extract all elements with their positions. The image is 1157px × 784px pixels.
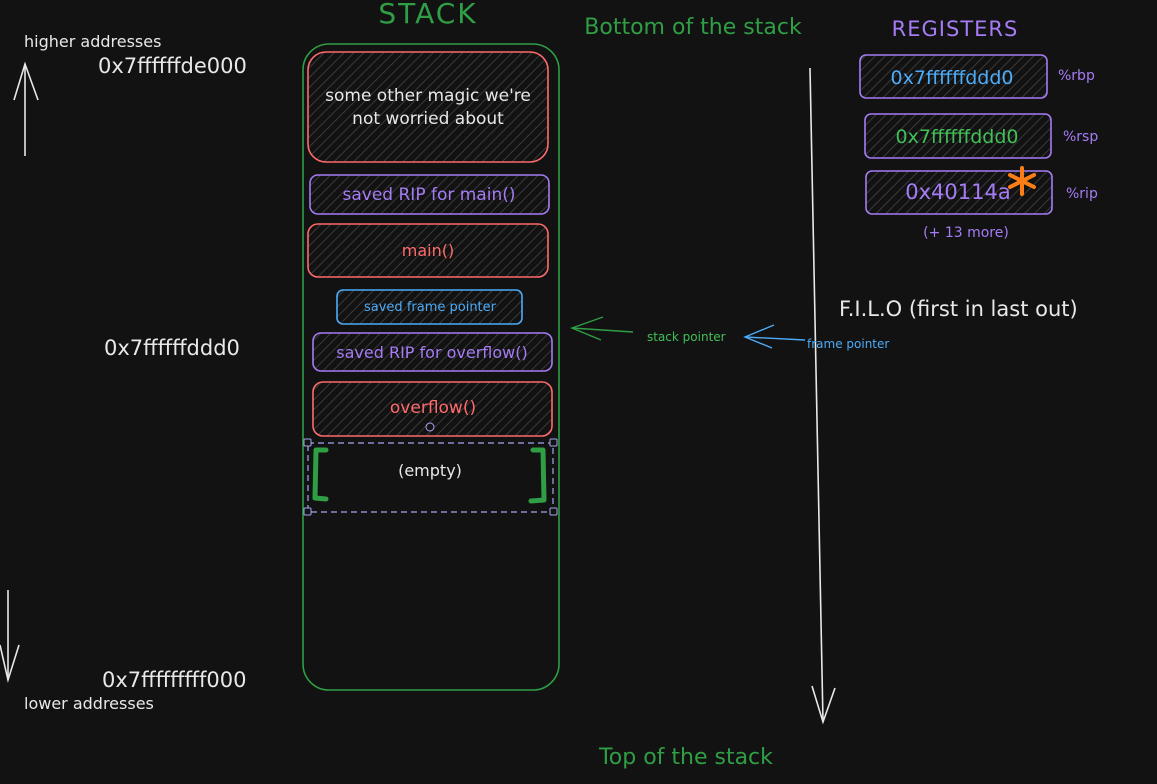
- top-of-stack-label: Top of the stack: [598, 745, 773, 770]
- frame-empty-selection[interactable]: (empty): [303, 438, 558, 516]
- frame-address: 0x7ffffffddd0: [104, 336, 240, 360]
- register-rip-value: 0x40114a: [905, 180, 1010, 204]
- register-rsp-value: 0x7ffffffddd0: [896, 126, 1019, 148]
- stack-growth-arrow-icon: [809, 67, 836, 725]
- top-address: 0x7ffffffde000: [98, 54, 247, 78]
- resize-handle-icon[interactable]: [425, 422, 435, 432]
- registers-more-label: (+ 13 more): [923, 225, 1009, 241]
- register-rsp: 0x7ffffffddd0 %rsp: [864, 113, 1098, 159]
- stack-pointer-arrow-icon: [570, 316, 634, 341]
- frame-saved-rip-main: saved RIP for main(): [309, 174, 550, 215]
- register-rip-name: %rip: [1066, 186, 1098, 202]
- frame-other-magic: some other magic we're not worried about: [307, 51, 549, 163]
- frame-overflow: overflow(): [312, 381, 553, 437]
- frame-saved-rip-overflow-label: saved RIP for overflow(): [336, 343, 527, 362]
- up-arrow-icon: [13, 61, 39, 156]
- frame-saved-rip-main-label: saved RIP for main(): [343, 185, 516, 205]
- frame-saved-rip-overflow: saved RIP for overflow(): [312, 332, 553, 372]
- frame-pointer-label: frame pointer: [807, 337, 889, 351]
- down-arrow-icon: [0, 590, 20, 684]
- frame-other-magic-line1: some other magic we're: [325, 86, 531, 106]
- filo-label: F.I.L.O (first in last out): [839, 297, 1078, 321]
- bottom-address: 0x7fffffffff000: [102, 668, 247, 692]
- right-bracket-icon: [528, 447, 547, 504]
- stack-title: STACK: [378, 0, 477, 30]
- lower-addresses-label: lower addresses: [24, 694, 154, 713]
- left-bracket-icon: [312, 447, 329, 502]
- asterisk-icon: [1008, 166, 1036, 196]
- register-rip: 0x40114a %rip: [865, 166, 1098, 215]
- bottom-of-stack-label: Bottom of the stack: [584, 15, 802, 40]
- frame-other-magic-line2: not worried about: [352, 109, 504, 129]
- frame-main: main(): [307, 223, 549, 278]
- register-rbp-value: 0x7ffffffddd0: [891, 67, 1014, 89]
- frame-pointer-arrow-icon: [743, 324, 806, 349]
- frame-main-label: main(): [402, 241, 454, 260]
- registers-title: REGISTERS: [892, 17, 1019, 41]
- frame-overflow-label: overflow(): [390, 398, 476, 418]
- frame-saved-frame-pointer: saved frame pointer: [336, 289, 523, 325]
- stack-pointer-label: stack pointer: [647, 330, 726, 344]
- frame-saved-frame-pointer-label: saved frame pointer: [364, 300, 497, 315]
- register-rbp-name: %rbp: [1058, 68, 1095, 84]
- register-rbp: 0x7ffffffddd0 %rbp: [859, 54, 1095, 99]
- register-rsp-name: %rsp: [1063, 129, 1098, 145]
- stack-container: [302, 43, 560, 691]
- higher-addresses-label: higher addresses: [24, 32, 161, 51]
- frame-empty-label: (empty): [398, 461, 462, 480]
